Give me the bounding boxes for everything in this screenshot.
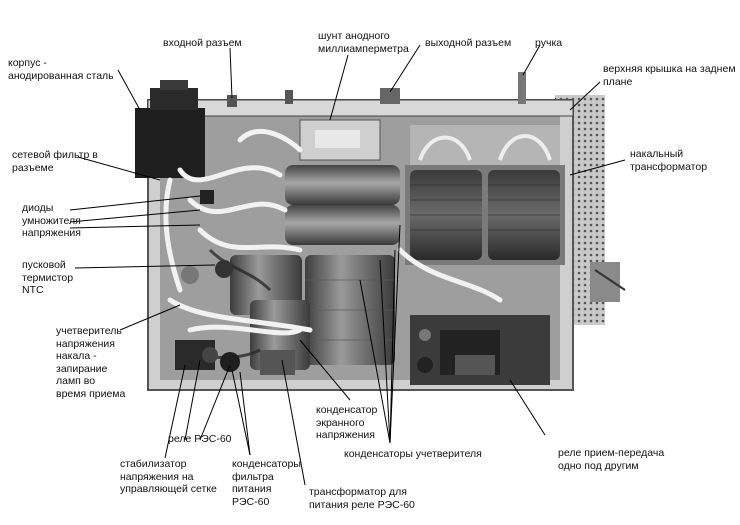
label-multiplier-diodes: диоды умножителя напряжения <box>22 202 81 239</box>
label-filter-capacitors: конденсаторы фильтра питания РЭС-60 <box>232 458 301 508</box>
label-filament-quadrupler: учетверитель напряжения накала - запиран… <box>56 325 126 400</box>
handle <box>518 72 526 104</box>
wiring <box>163 128 503 336</box>
capacitor-upper <box>285 165 400 205</box>
label-grid-stabilizer: стабилизатор напряжения на управляющей с… <box>120 458 217 495</box>
input-connector-block <box>135 108 205 178</box>
label-relay-transformer: трансформатор для питания реле РЭС-60 <box>309 486 415 511</box>
label-mains-filter: сетевой фильтр в разъеме <box>12 149 98 174</box>
label-filament-transformer: накальный трансформатор <box>630 148 708 173</box>
label-output-connector: выходной разъем <box>425 37 512 49</box>
label-handle: ручка <box>535 37 563 49</box>
label-screen-capacitor: конденсатор экранного напряжения <box>316 404 378 441</box>
label-top-cover: верхняя крышка на заднем плане <box>603 63 736 88</box>
label-chassis: корпус - анодированная сталь <box>8 57 114 82</box>
label-quadrupler-capacitors: конденсаторы учетверителя <box>344 448 482 460</box>
label-ntc-thermistor: пусковой термистор NTC <box>22 259 74 296</box>
label-res60-relay: реле РЭС-60 <box>168 433 232 445</box>
leader-lines <box>69 44 626 486</box>
label-input-connector: входной разъем <box>163 37 242 49</box>
label-tx-rx-relays: реле прием-передача одно под другим <box>558 447 665 472</box>
label-shunt: шунт анодного миллиамперметра <box>318 30 409 55</box>
